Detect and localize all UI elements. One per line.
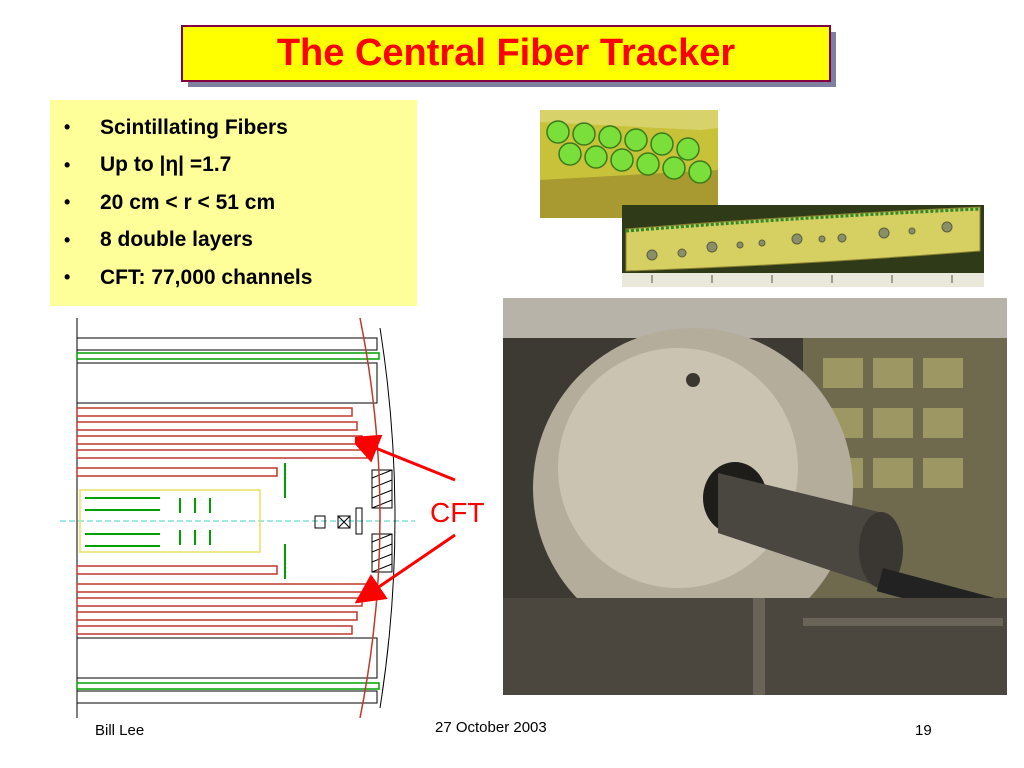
bullet-icon: •: [64, 192, 71, 213]
bullet-icon: •: [64, 154, 71, 175]
bullet-text: 20 cm < r < 51 cm: [100, 190, 276, 214]
bullet-list: • Scintillating Fibers • Up to |η| =1.7 …: [62, 109, 417, 297]
bullet-text: CFT: 77,000 channels: [100, 265, 313, 289]
bullet-icon: •: [64, 229, 71, 250]
bullet-text: Up to |η| =1.7: [100, 153, 232, 177]
fiber-ribbon-photo: [622, 205, 984, 287]
bullet-icon: •: [64, 267, 71, 288]
footer-page-number: 19: [915, 722, 932, 739]
title-box: The Central Fiber Tracker: [181, 25, 831, 82]
footer-author: Bill Lee: [95, 722, 145, 739]
bullet-item: • Scintillating Fibers: [62, 109, 417, 147]
bullet-box: • Scintillating Fibers • Up to |η| =1.7 …: [50, 100, 417, 306]
footer-date: 27 October 2003: [435, 719, 547, 736]
bullet-item: • 8 double layers: [62, 222, 417, 260]
bullet-item: • CFT: 77,000 channels: [62, 259, 417, 297]
slide-title: The Central Fiber Tracker: [276, 32, 736, 74]
detector-assembly-photo: [503, 298, 1007, 695]
bullet-text: 8 double layers: [100, 228, 253, 252]
cft-callout-arrows: [355, 435, 456, 604]
bullet-item: • 20 cm < r < 51 cm: [62, 184, 417, 222]
bullet-text: Scintillating Fibers: [100, 115, 288, 139]
bullet-item: • Up to |η| =1.7: [62, 147, 417, 185]
detector-schematic-diagram: [60, 318, 415, 718]
bullet-icon: •: [64, 117, 71, 138]
cft-callout-label: CFT: [430, 497, 485, 528]
fiber-closeup-photo: [540, 110, 718, 218]
